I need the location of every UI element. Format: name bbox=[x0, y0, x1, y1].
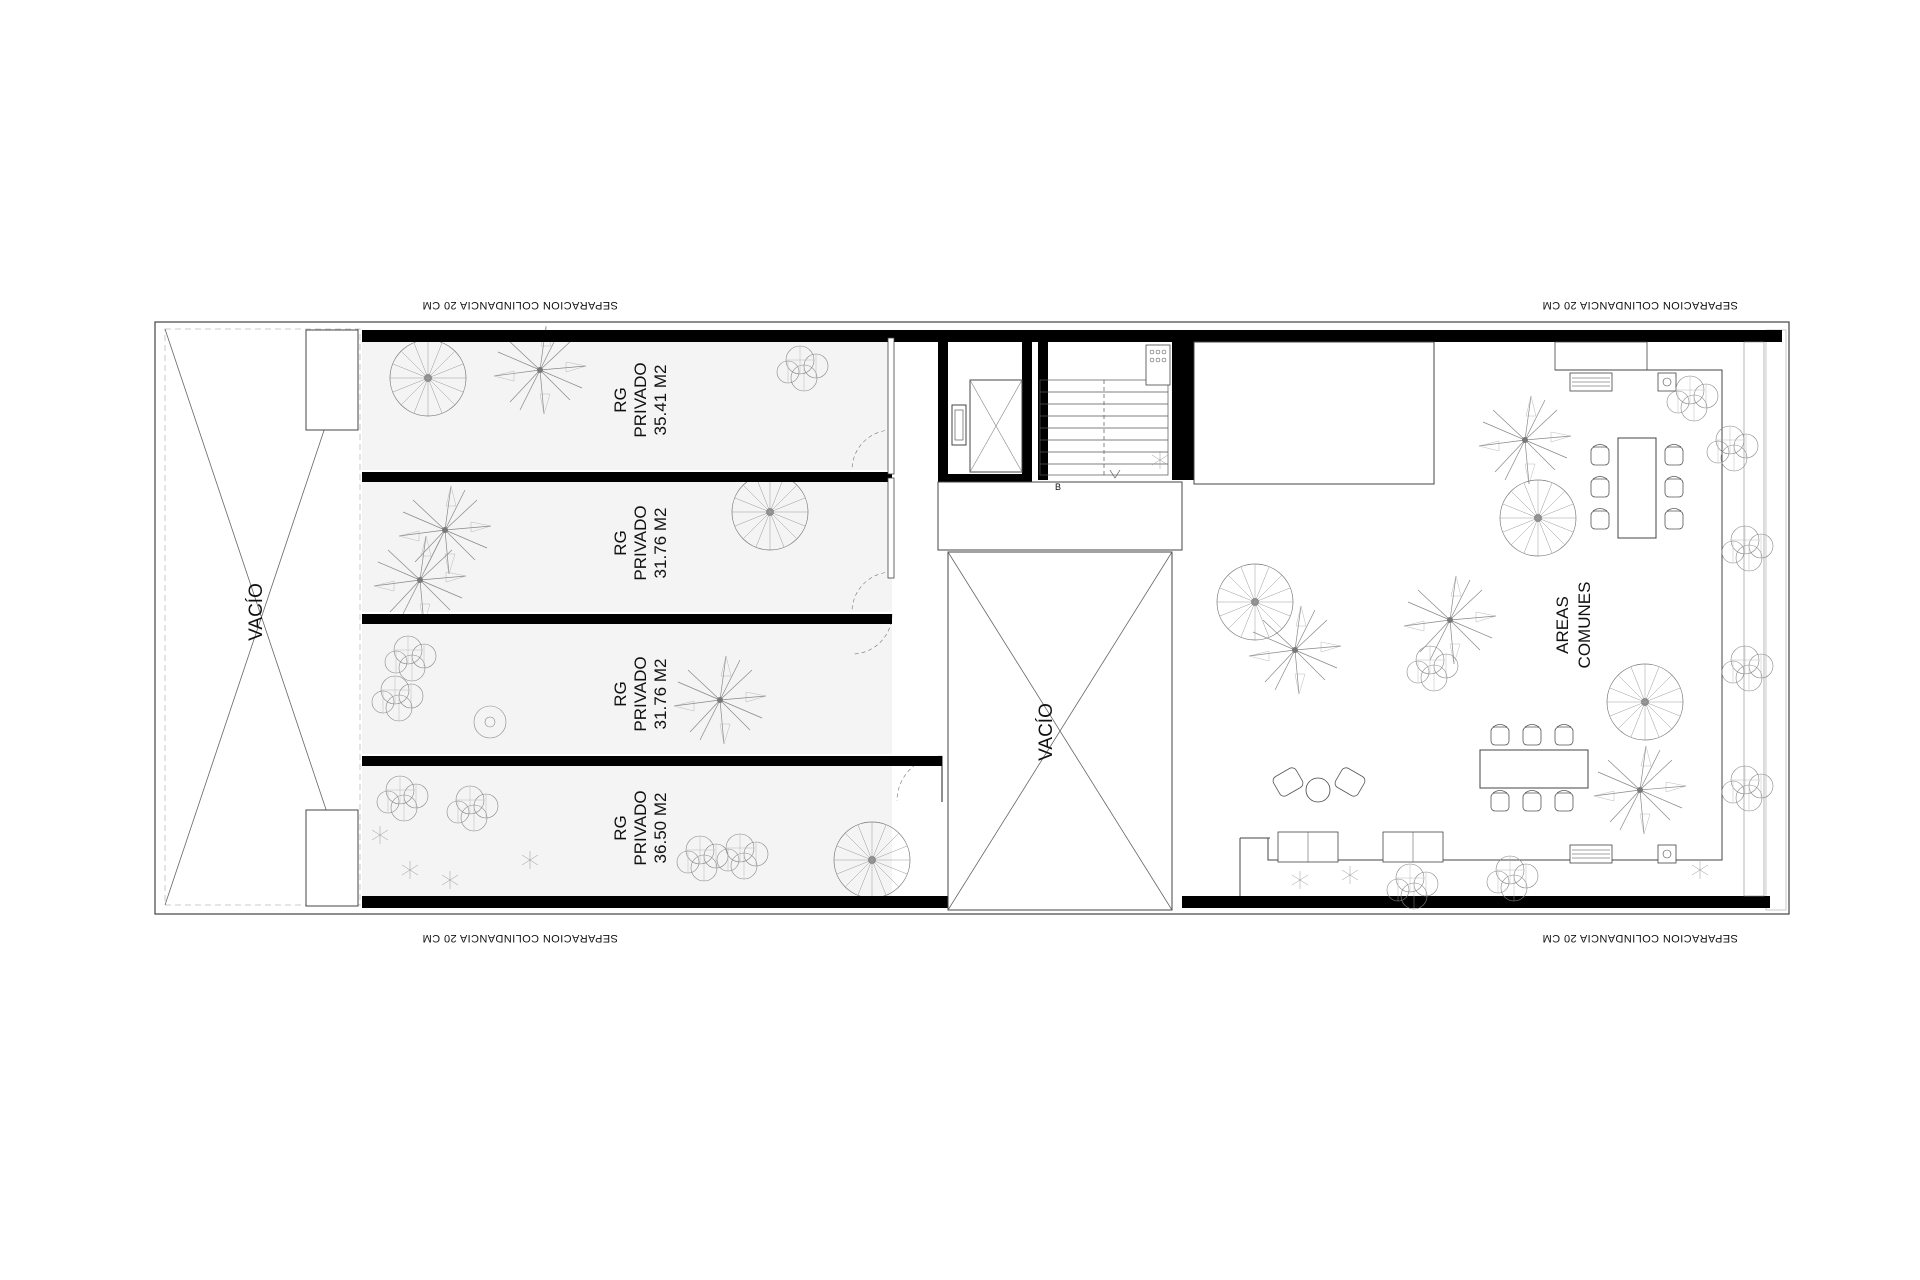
room-label-line1: RG bbox=[611, 681, 630, 707]
separation-label-bottom-left: SEPARACION COLINDANCIA 20 CM bbox=[422, 932, 618, 944]
room-label-4: RG PRIVADO 36.50 M2 bbox=[611, 790, 670, 865]
room-label-line2: PRIVADO bbox=[631, 505, 650, 580]
room-area: 31.76 M2 bbox=[651, 508, 670, 579]
common-areas-line1: AREAS bbox=[1553, 596, 1572, 654]
stair-marker: B bbox=[1055, 482, 1061, 492]
separation-label-top-left: SEPARACION COLINDANCIA 20 CM bbox=[422, 299, 618, 311]
room-area: 35.41 M2 bbox=[651, 365, 670, 436]
void-label-left: VACÍO bbox=[246, 583, 267, 641]
room-label-3: RG PRIVADO 31.76 M2 bbox=[611, 656, 670, 731]
common-areas-line2: COMUNES bbox=[1575, 582, 1594, 669]
separation-label-top-right: SEPARACION COLINDANCIA 20 CM bbox=[1542, 299, 1738, 311]
room-area: 31.76 M2 bbox=[651, 659, 670, 730]
room-label-1: RG PRIVADO 35.41 M2 bbox=[611, 362, 670, 437]
common-areas-label: AREAS COMUNES bbox=[1553, 582, 1594, 669]
room-label-line1: RG bbox=[611, 387, 630, 413]
separation-label-bottom-right: SEPARACION COLINDANCIA 20 CM bbox=[1542, 932, 1738, 944]
stair-flight bbox=[1039, 379, 1169, 479]
void-label-center: VACÍO bbox=[1036, 703, 1057, 761]
room-label-2: RG PRIVADO 31.76 M2 bbox=[611, 505, 670, 580]
room-label-line1: RG bbox=[611, 530, 630, 556]
room-area: 36.50 M2 bbox=[651, 793, 670, 864]
room-label-line2: PRIVADO bbox=[631, 790, 650, 865]
room-label-line2: PRIVADO bbox=[631, 362, 650, 437]
room-label-line1: RG bbox=[611, 815, 630, 841]
room-label-line2: PRIVADO bbox=[631, 656, 650, 731]
